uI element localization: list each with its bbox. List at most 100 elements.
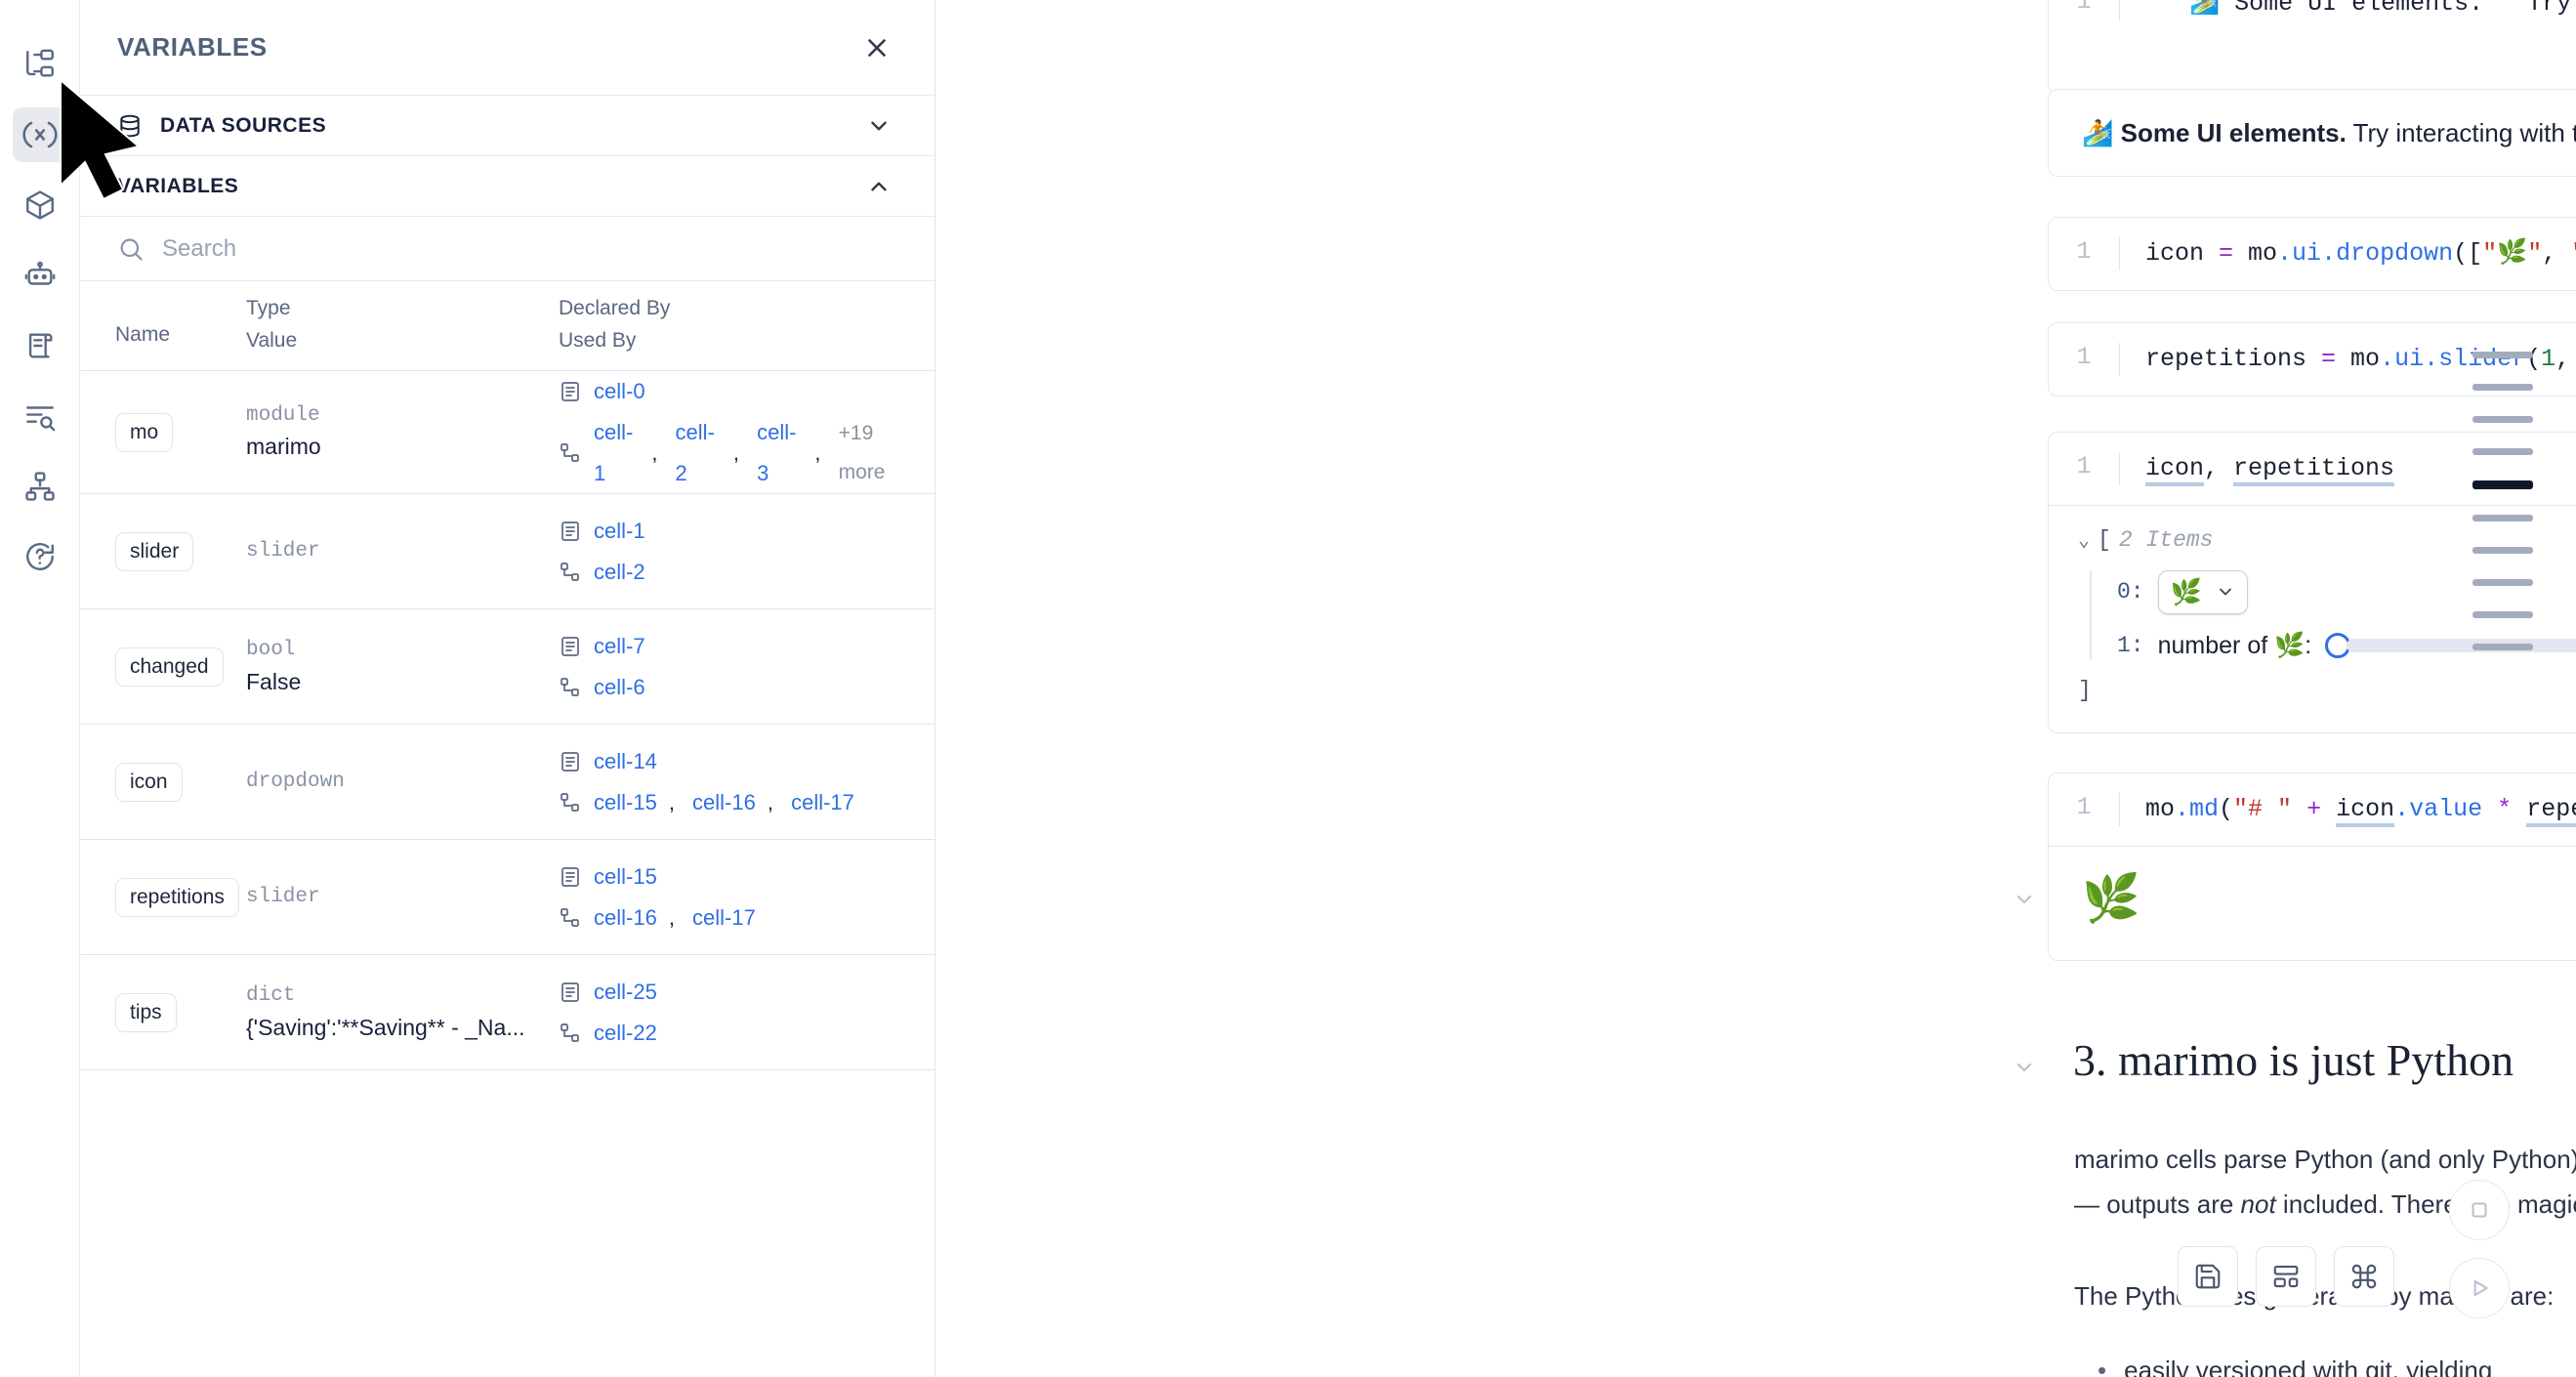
cell-markdown-source-partial[interactable]: 1 """🏄 Some UI elements."" Try interacti…	[2048, 0, 2576, 94]
variable-name-chip[interactable]: repetitions	[115, 877, 239, 917]
minimap-tick[interactable]	[2472, 416, 2533, 423]
rail-ai-assistant[interactable]	[13, 248, 67, 303]
output-list-body: 0: 🌿 1: number of 🌿:	[2090, 569, 2576, 660]
dropdown-input[interactable]: 🌿	[2157, 569, 2248, 614]
cell-link[interactable]: cell-0	[594, 379, 645, 404]
dependency-icon	[559, 791, 582, 814]
panel-title: VARIABLES	[117, 32, 268, 62]
minimap-tick[interactable]	[2472, 448, 2533, 455]
used-by-line: cell-6	[559, 667, 917, 708]
cell-link[interactable]: cell-17	[692, 904, 756, 930]
code-text[interactable]: icon = mo.ui.dropdown(["🌿", "🏄", "✨"], v…	[2119, 237, 2576, 271]
rail-help[interactable]	[13, 529, 67, 584]
rail-packages[interactable]	[13, 178, 67, 232]
chevron-down-icon[interactable]	[866, 113, 892, 139]
section-label: DATA SOURCES	[160, 113, 327, 137]
cell-md-render[interactable]: 1 mo.md("# " + icon.value * repetitions.…	[2048, 772, 2576, 961]
chevron-down-icon[interactable]: ⌄	[2078, 529, 2091, 553]
variable-type: dict	[246, 984, 296, 1008]
cell-link[interactable]: cell-16	[692, 789, 756, 814]
chevron-up-icon[interactable]	[866, 174, 892, 199]
code-text[interactable]: icon, repetitions	[2119, 452, 2576, 486]
header-value: Value	[246, 328, 298, 352]
rail-logs[interactable]	[13, 389, 67, 443]
slider-input[interactable]	[2325, 633, 2576, 659]
section-data-sources[interactable]: DATA SOURCES	[80, 96, 935, 156]
robot-icon	[24, 261, 55, 285]
save-notebook-button[interactable]	[2178, 1246, 2238, 1307]
section-variables[interactable]: VARIABLES	[80, 156, 935, 217]
cell-link[interactable]: cell-22	[594, 1020, 657, 1045]
variable-name-chip[interactable]: slider	[115, 531, 194, 571]
cell-link[interactable]: cell-16	[594, 904, 657, 930]
rail-file-explorer[interactable]	[13, 37, 67, 92]
declared-by-line: cell-25	[559, 972, 917, 1013]
minimap-tick[interactable]	[2472, 547, 2533, 554]
variable-name-chip[interactable]: icon	[115, 762, 183, 802]
minimap-tick[interactable]	[2472, 515, 2533, 522]
interrupt-button[interactable]	[2449, 1180, 2510, 1240]
output-item-slider: 1: number of 🌿:	[2117, 632, 2576, 660]
declared-by-line: cell-1	[559, 511, 917, 552]
help-circle-icon	[25, 543, 54, 570]
slider-track[interactable]	[2347, 639, 2576, 653]
dependency-icon	[559, 906, 582, 930]
layout-icon	[2273, 1265, 2299, 1288]
minimap-tick-active[interactable]	[2472, 480, 2533, 489]
cell-link[interactable]: cell-1	[594, 519, 645, 544]
line-number: 1	[2076, 793, 2092, 821]
cell-link[interactable]: cell-2	[675, 419, 715, 485]
output-list-header[interactable]: ⌄ [ 2 Items	[2078, 527, 2576, 553]
cell-link[interactable]: cell-15	[594, 864, 657, 890]
cell-link[interactable]: cell-17	[791, 789, 854, 814]
command-palette-icon	[2351, 1264, 2377, 1289]
minimap-tick[interactable]	[2472, 579, 2533, 586]
cell-link[interactable]: cell-7	[594, 634, 645, 659]
layout-button[interactable]	[2256, 1246, 2316, 1307]
bottom-action-bar	[2178, 1246, 2394, 1307]
cell-link[interactable]: cell-15	[594, 789, 657, 814]
code-text[interactable]: mo.md("# " + icon.value * repetitions.va…	[2119, 793, 2576, 827]
minimap-tick[interactable]	[2472, 611, 2533, 618]
cell-link[interactable]: cell-1	[594, 419, 634, 485]
minimap-tick[interactable]	[2472, 644, 2533, 650]
variable-name-chip[interactable]: tips	[115, 992, 177, 1032]
minimap[interactable]	[2472, 352, 2533, 650]
variable-type: slider	[246, 539, 320, 563]
md-bold-text: Some UI elements.	[2120, 117, 2347, 147]
cell-dropdown-definition[interactable]: 1 icon = mo.ui.dropdown(["🌿", "🏄", "✨"],…	[2048, 217, 2576, 291]
collapse-cell-md-render-icon[interactable]	[2010, 885, 2039, 914]
minimap-tick[interactable]	[2472, 384, 2533, 391]
variable-name-chip[interactable]: mo	[115, 412, 174, 452]
declared-by-line: cell-0	[559, 371, 917, 412]
line-number: 1	[2076, 237, 2092, 266]
code-text[interactable]: repetitions = mo.ui.slider(1, 16, label=…	[2119, 343, 2576, 376]
variable-name-chip[interactable]: changed	[115, 647, 224, 687]
cell-link[interactable]: cell-25	[594, 980, 657, 1005]
cell-link[interactable]: cell-14	[594, 749, 657, 774]
collapse-section-3-icon[interactable]	[2010, 1053, 2039, 1082]
header-used-by: Used By	[559, 328, 637, 352]
run-all-button[interactable]	[2449, 1258, 2510, 1318]
cell-link[interactable]: cell-6	[594, 674, 645, 699]
rail-dependency-graph[interactable]	[13, 459, 67, 514]
cell-display-tuple[interactable]: 1 icon, repetitions ⌄ [ 2 Items 0: 🌿	[2048, 432, 2576, 733]
section-paragraph-2-post: included. There's no magical syntax.	[2282, 1189, 2576, 1219]
rail-outline[interactable]	[13, 318, 67, 373]
cell-link[interactable]: cell-3	[757, 419, 797, 485]
close-panel-button[interactable]	[862, 33, 892, 63]
minimap-tick[interactable]	[2472, 352, 2533, 358]
command-palette-button[interactable]	[2334, 1246, 2394, 1307]
table-row[interactable]: slider slider cell-1 cell-2	[80, 494, 935, 610]
cell-link[interactable]: cell-2	[594, 559, 645, 584]
slider-label: number of 🌿:	[2157, 631, 2312, 659]
search-input[interactable]	[162, 234, 897, 263]
md-render-output: 🌿	[2082, 872, 2140, 925]
rail-variables[interactable]	[12, 107, 67, 162]
